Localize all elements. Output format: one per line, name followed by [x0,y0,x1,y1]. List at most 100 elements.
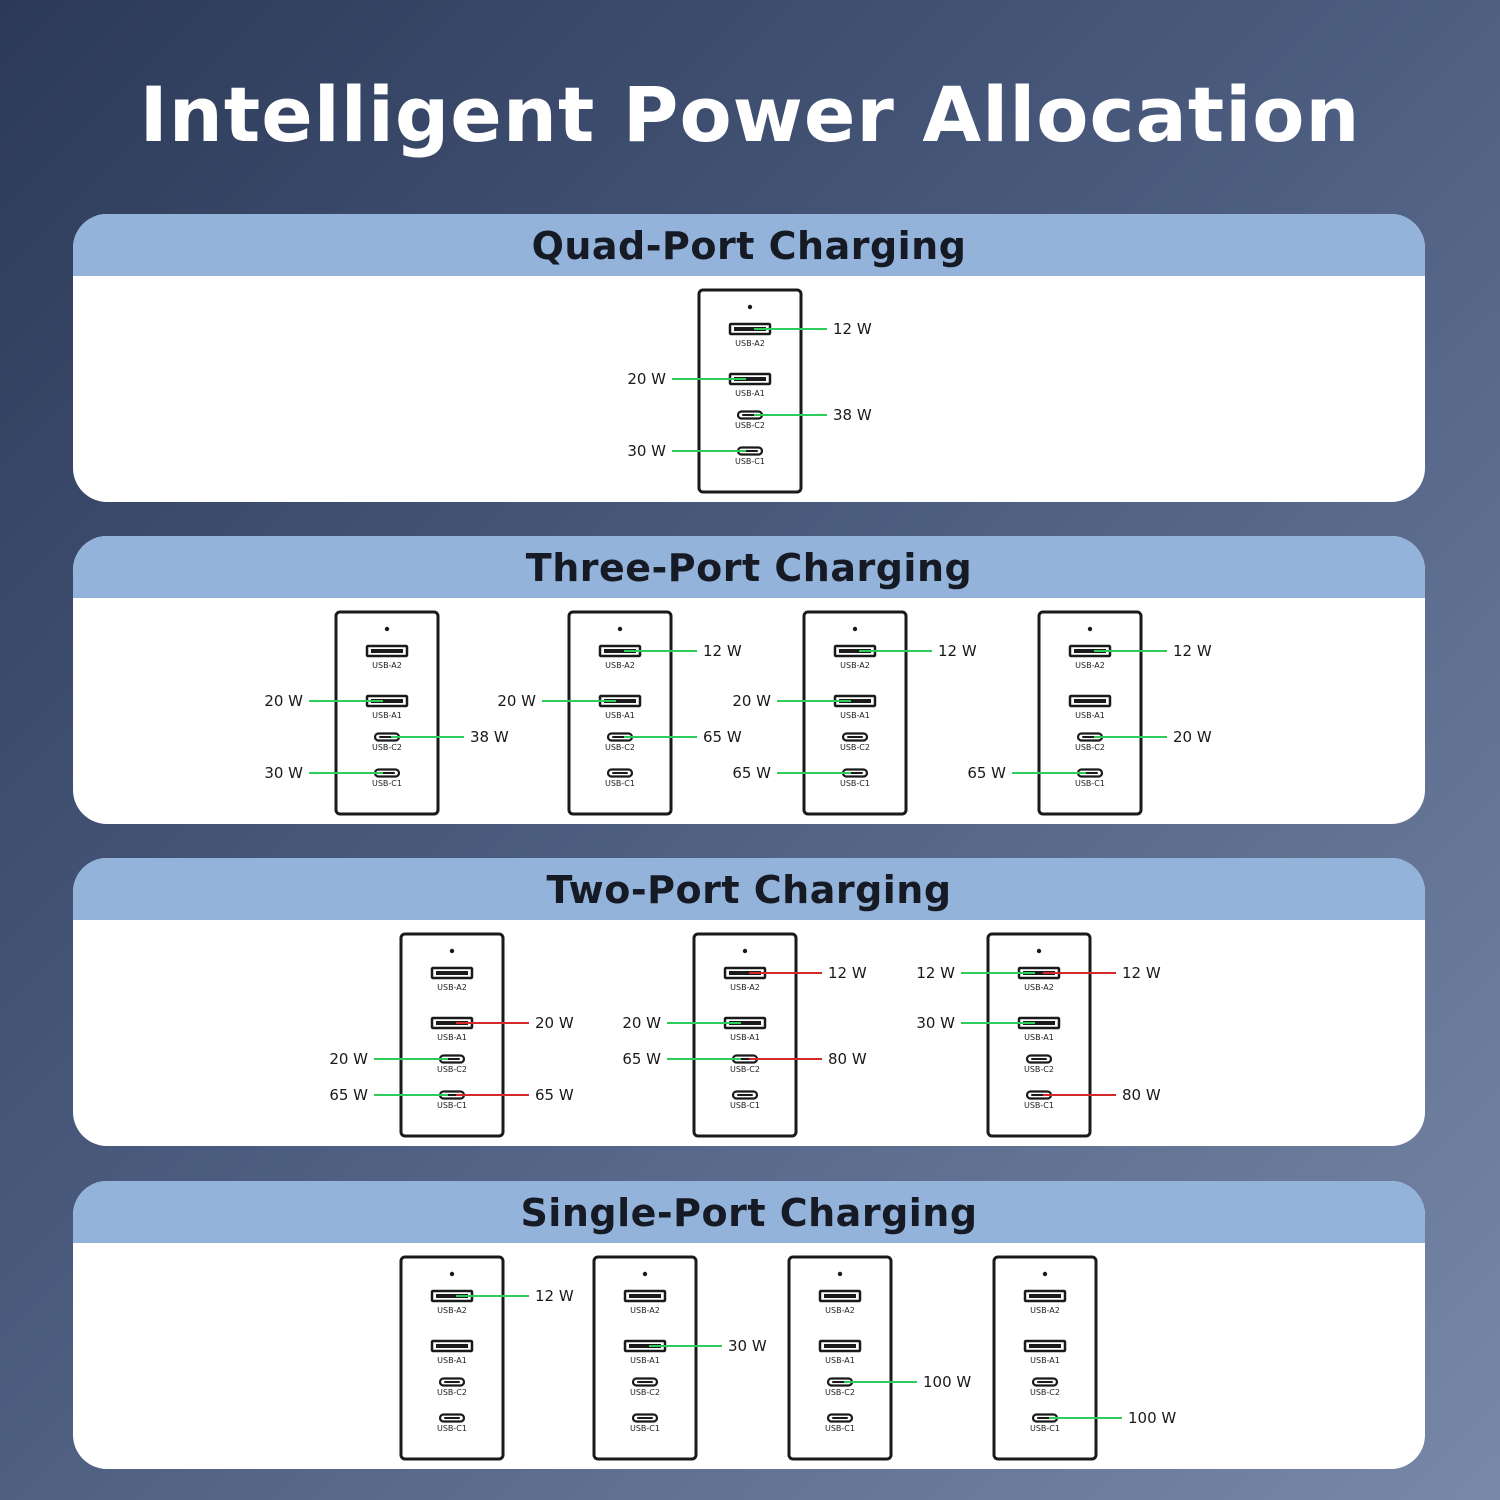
wattage-label: 100 W [1128,1409,1176,1427]
usb-a-port-tongue [371,649,403,653]
indicator-led [1042,1271,1048,1277]
indicator-led [742,948,748,954]
wattage-label: 65 W [703,728,742,746]
wattage-label: 20 W [497,692,536,710]
usb-c-port-tongue [637,1417,653,1419]
port-label: USB-C1 [605,779,635,788]
port-label: USB-A2 [735,339,765,348]
usb-c-port-tongue [1031,1058,1047,1060]
port-label: USB-A2 [825,1306,855,1315]
usb-a-port-tongue [1029,1344,1061,1348]
wattage-label: 30 W [264,764,303,782]
wattage-label: 12 W [1122,964,1161,982]
port-label: USB-A2 [840,661,870,670]
charger-body [399,932,505,1138]
port-label: USB-A1 [730,1033,760,1042]
wattage-label: 30 W [627,442,666,460]
indicator-led [449,1271,455,1277]
usb-a-port-tongue [734,377,766,381]
usb-c-port-tongue [832,1417,848,1419]
usb-a-port-tongue [1023,971,1055,975]
wattage-label: 65 W [967,764,1006,782]
indicator-led [747,304,753,310]
section-heading: Two-Port Charging [73,858,1425,920]
port-label: USB-A1 [630,1356,660,1365]
port-label: USB-A1 [437,1033,467,1042]
wattage-label: 12 W [1173,642,1212,660]
port-label: USB-C2 [437,1065,467,1074]
port-label: USB-A2 [1075,661,1105,670]
usb-a-port-tongue [436,1344,468,1348]
usb-a-port-tongue [734,327,766,331]
port-label: USB-C1 [437,1101,467,1110]
port-label: USB-C1 [437,1424,467,1433]
indicator-led [642,1271,648,1277]
usb-a-port-tongue [839,649,871,653]
usb-a-port-tongue [729,1021,761,1025]
port-label: USB-C2 [437,1388,467,1397]
wattage-label: 12 W [828,964,867,982]
usb-c-port-tongue [444,1381,460,1383]
wattage-label: 12 W [938,642,977,660]
wattage-label: 20 W [627,370,666,388]
section-heading: Three-Port Charging [73,536,1425,598]
wattage-label: 80 W [828,1050,867,1068]
port-label: USB-C1 [825,1424,855,1433]
port-label: USB-C2 [825,1388,855,1397]
charger-body [697,288,803,494]
port-label: USB-C1 [730,1101,760,1110]
usb-a-port-tongue [604,699,636,703]
wattage-label: 12 W [833,320,872,338]
wattage-label: 30 W [728,1337,767,1355]
port-label: USB-A2 [1024,983,1054,992]
wattage-label: 20 W [622,1014,661,1032]
charger-body [334,610,440,816]
indicator-led [449,948,455,954]
port-label: USB-A2 [372,661,402,670]
usb-c-port-tongue [1037,1381,1053,1383]
section-heading: Single-Port Charging [73,1181,1425,1243]
charger-body [399,1255,505,1461]
port-label: USB-A1 [735,389,765,398]
wattage-label: 100 W [923,1373,971,1391]
section-heading: Quad-Port Charging [73,214,1425,276]
wattage-label: 12 W [916,964,955,982]
usb-a-port-tongue [436,1021,468,1025]
indicator-led [837,1271,843,1277]
charger-body [1037,610,1143,816]
wattage-label: 12 W [703,642,742,660]
port-label: USB-A1 [1024,1033,1054,1042]
page-title: Intelligent Power Allocation [139,70,1361,159]
usb-c-port-tongue [847,736,863,738]
port-label: USB-C2 [730,1065,760,1074]
wattage-label: 20 W [535,1014,574,1032]
port-label: USB-C1 [1030,1424,1060,1433]
charger-body [592,1255,698,1461]
wattage-label: 65 W [622,1050,661,1068]
charger-body [692,932,798,1138]
usb-a-port-tongue [371,699,403,703]
indicator-led [1036,948,1042,954]
port-label: USB-A2 [437,983,467,992]
wattage-label: 20 W [264,692,303,710]
charger-body [787,1255,893,1461]
usb-a-port-tongue [604,649,636,653]
port-label: USB-A2 [630,1306,660,1315]
wattage-label: 20 W [732,692,771,710]
charger-body [802,610,908,816]
port-label: USB-A1 [1030,1356,1060,1365]
